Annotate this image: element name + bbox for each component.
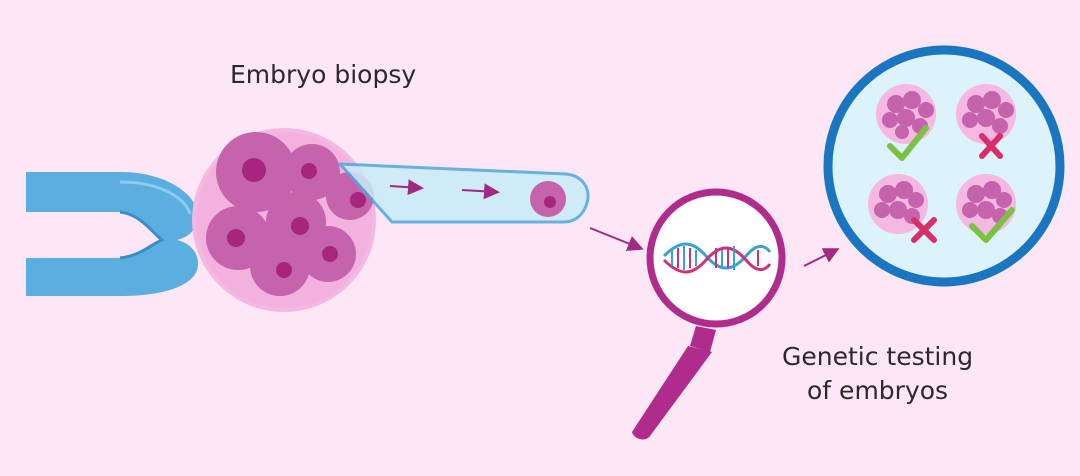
dna-icon [662,242,772,274]
result-embryo-top-left [876,84,936,161]
embryo [192,128,376,312]
embryo-cell [250,236,310,296]
holding-pipette-icon [26,172,198,296]
biopsy-pipette-icon [338,162,590,224]
flow-arrow [589,227,644,251]
embryo-cell [284,144,340,200]
inner-arrow [461,183,500,200]
cross-icon [979,133,1003,159]
results-circle [823,45,1065,287]
result-embryo-bottom-right [956,174,1016,243]
embryo-biopsy-label: Embryo biopsy [230,60,417,89]
flow-arrow [803,248,840,267]
result-embryo-top-right [956,84,1016,159]
inner-arrow [389,179,424,196]
biopsied-cell [530,181,566,217]
embryo-cell [216,132,296,212]
check-icon [887,125,929,161]
magnifier-icon [632,188,786,440]
cross-icon [911,217,937,243]
genetic-testing-line2: of embryos [807,376,949,405]
result-embryo-bottom-left [868,174,937,243]
genetic-testing-line1: Genetic testing [782,342,974,371]
check-icon [969,207,1015,243]
embryo-cell [300,226,356,282]
genetic-testing-label: Genetic testing of embryos [782,340,973,408]
